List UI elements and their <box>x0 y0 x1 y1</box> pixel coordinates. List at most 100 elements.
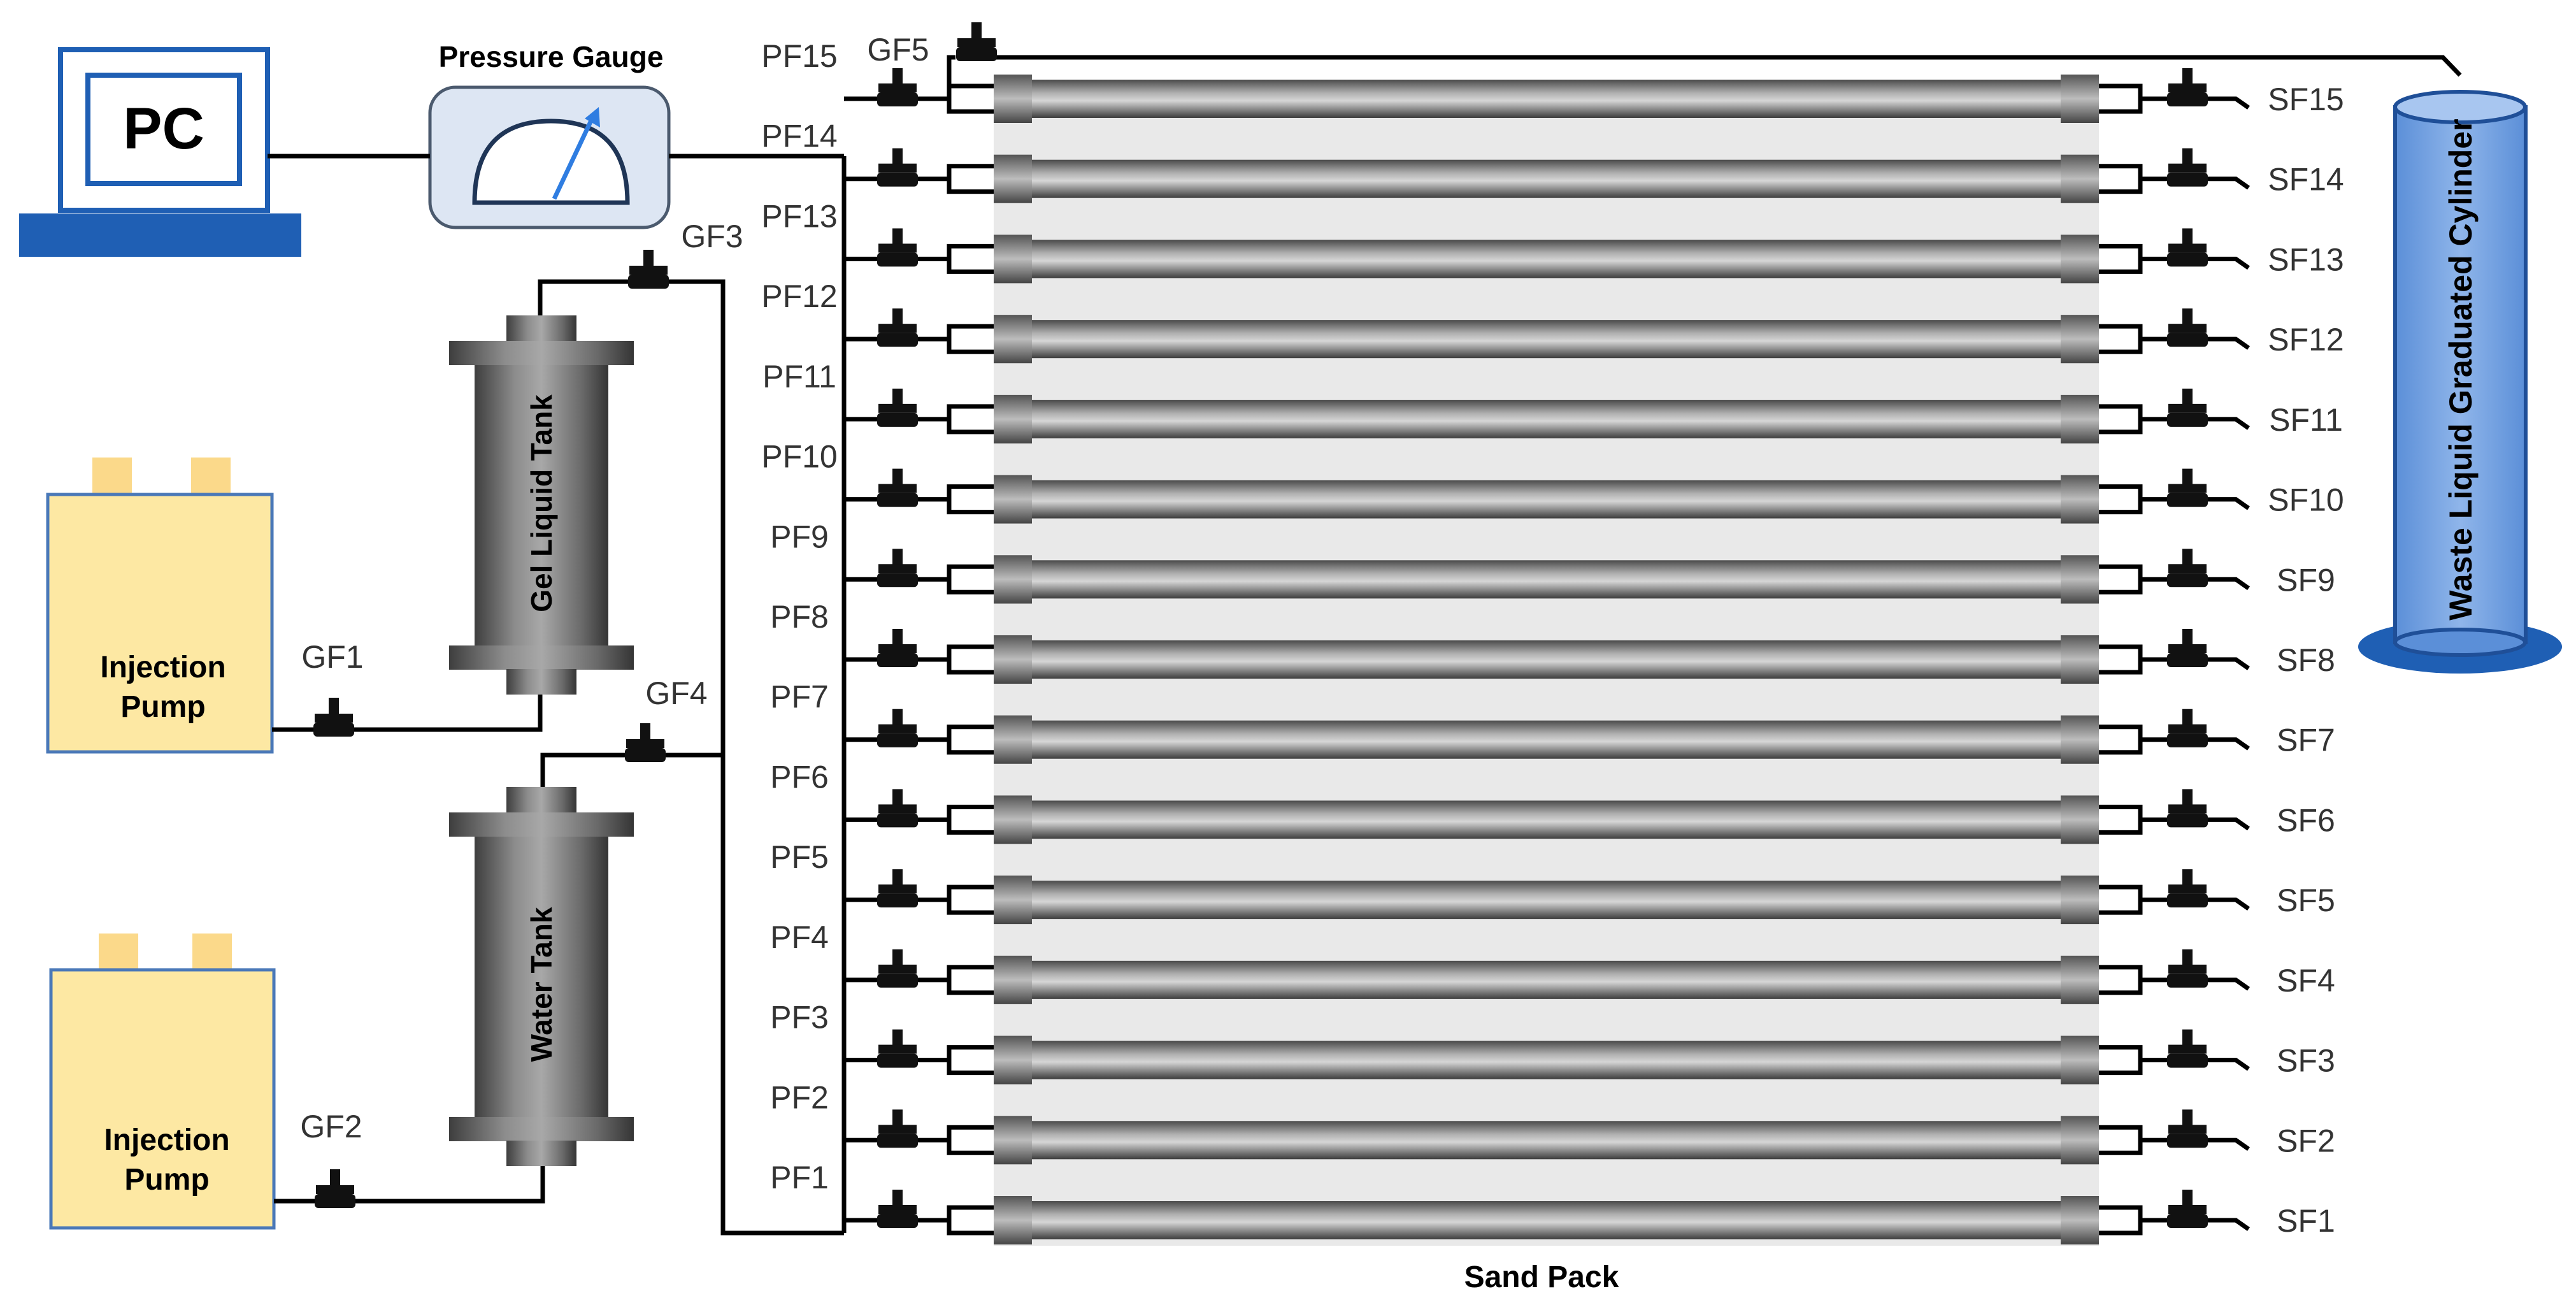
outlet-valve-4[interactable] <box>2167 949 2208 988</box>
inlet-label-14: PF14 <box>761 119 838 154</box>
outlet-valve-14[interactable] <box>2167 148 2208 187</box>
inlet-valve-15[interactable] <box>877 68 918 106</box>
inlet-valve-handle <box>892 709 903 727</box>
inlet-valve-7[interactable] <box>877 709 918 747</box>
inlet-valve-6[interactable] <box>877 789 918 828</box>
outlet-valve-11[interactable] <box>2167 388 2208 427</box>
inlet-label-4: PF4 <box>770 919 829 955</box>
outlet-valve-body <box>2167 973 2208 988</box>
inlet-pipe-5 <box>844 884 994 915</box>
outlet-valve-bar <box>2168 484 2207 493</box>
outlet-valve-body <box>2167 893 2208 908</box>
outlet-valve-bar <box>2168 1205 2207 1214</box>
tube-inlet-cap-15 <box>994 75 1032 123</box>
outlet-valve-3[interactable] <box>2167 1029 2208 1068</box>
inlet-valve-4[interactable] <box>877 949 918 988</box>
outlet-valve-15[interactable] <box>2167 68 2208 106</box>
inlet-label-8: PF8 <box>770 599 829 635</box>
sand-pack-tube-11 <box>994 400 2099 438</box>
water-tank: Water Tank <box>449 787 634 1166</box>
outlet-valve-6[interactable] <box>2167 789 2208 828</box>
outlet-valve-9[interactable] <box>2167 549 2208 588</box>
outlet-valve-handle <box>2182 949 2193 967</box>
tube-outlet-cap-4 <box>2061 955 2099 1004</box>
inlet-valve-5[interactable] <box>877 869 918 908</box>
outlet-valve-handle <box>2182 629 2193 647</box>
outlet-valve-8[interactable] <box>2167 629 2208 667</box>
tube-inlet-cap-5 <box>994 876 1032 925</box>
tube-inlet-cap-3 <box>994 1035 1032 1085</box>
outlet-valve-handle <box>2182 1190 2193 1207</box>
outlet-valve-bar <box>2168 964 2207 974</box>
valve-gf1-handle <box>329 698 339 717</box>
outlet-valve-13[interactable] <box>2167 228 2208 267</box>
inlet-valve-body <box>877 893 918 908</box>
inlet-valve-3[interactable] <box>877 1029 918 1068</box>
inlet-valve-8[interactable] <box>877 629 918 667</box>
valve-gf5[interactable]: GF5 <box>867 22 997 68</box>
valve-gf3[interactable]: GF3 <box>628 219 743 289</box>
inlet-valve-14[interactable] <box>877 148 918 187</box>
pc-base <box>19 213 301 257</box>
inlet-valve-10[interactable] <box>877 468 918 507</box>
inlet-valve-1[interactable] <box>877 1190 918 1228</box>
inlet-valve-handle <box>892 468 903 487</box>
inlet-valve-handle <box>892 869 903 888</box>
inlet-valve-12[interactable] <box>877 308 918 347</box>
inlet-valve-9[interactable] <box>877 549 918 588</box>
inlet-valve-bar <box>878 724 917 733</box>
outlet-valve-12[interactable] <box>2167 308 2208 347</box>
tube-inlet-cap-2 <box>994 1116 1032 1165</box>
valve-gf1[interactable]: GF1 <box>301 639 364 737</box>
outlet-valve-handle <box>2182 148 2193 166</box>
waste-graduated-cylinder: Waste Liquid Graduated Cylinder <box>2358 90 2562 674</box>
inlet-valve-bar <box>878 804 917 814</box>
outlet-valve-handle <box>2182 709 2193 727</box>
outlet-valve-bar <box>2168 243 2207 253</box>
gf5-branch-pipe <box>947 55 955 86</box>
pc-computer: PC <box>19 47 301 257</box>
outlet-valve-bar <box>2168 403 2207 413</box>
outlet-valve-handle <box>2182 549 2193 567</box>
outlet-valve-7[interactable] <box>2167 709 2208 747</box>
gauge-needle-icon <box>552 117 595 200</box>
outlet-valve-10[interactable] <box>2167 468 2208 507</box>
outlet-valve-1[interactable] <box>2167 1190 2208 1228</box>
gel-tank-top-neck <box>506 315 576 342</box>
pc-label: PC <box>123 96 204 161</box>
sand-pack-tube-4 <box>994 960 2099 999</box>
valve-gf5-handle <box>971 22 982 41</box>
valve-gf2[interactable]: GF2 <box>300 1109 362 1208</box>
inlet-label-3: PF3 <box>770 1000 829 1035</box>
sand-pack-tube-2 <box>994 1121 2099 1160</box>
sand-pack: PF15SF15PF14SF14PF13SF13PF12SF12PF11SF11… <box>761 38 2344 1246</box>
inlet-valve-bar <box>878 564 917 573</box>
sand-pack-tube-13 <box>994 240 2099 278</box>
tube-outlet-cap-13 <box>2061 234 2099 284</box>
inlet-valve-11[interactable] <box>877 388 918 427</box>
inlet-label-13: PF13 <box>761 198 838 234</box>
water-tank-label: Water Tank <box>525 907 558 1062</box>
tube-outlet-cap-10 <box>2061 475 2099 524</box>
tube-outlet-cap-15 <box>2061 75 2099 123</box>
valve-gf4[interactable]: GF4 <box>625 675 708 762</box>
tube-inlet-cap-12 <box>994 315 1032 364</box>
sand-pack-tube-5 <box>994 881 2099 919</box>
inlet-pipe-11 <box>844 404 994 435</box>
outlet-valve-2[interactable] <box>2167 1109 2208 1148</box>
inlet-valve-handle <box>892 1190 903 1207</box>
inlet-valve-handle <box>892 949 903 967</box>
sand-pack-tube-3 <box>994 1041 2099 1079</box>
tube-outlet-cap-7 <box>2061 715 2099 764</box>
outlet-valve-5[interactable] <box>2167 869 2208 908</box>
inlet-valve-body <box>877 333 918 347</box>
tube-inlet-cap-14 <box>994 154 1032 203</box>
outlet-valve-handle <box>2182 869 2193 888</box>
inlet-valve-bar <box>878 1125 917 1134</box>
outlet-valve-body <box>2167 573 2208 588</box>
inlet-valve-2[interactable] <box>877 1109 918 1148</box>
inlet-pipe-10 <box>844 484 994 515</box>
valve-gf2-label: GF2 <box>300 1109 362 1144</box>
inlet-valve-13[interactable] <box>877 228 918 267</box>
